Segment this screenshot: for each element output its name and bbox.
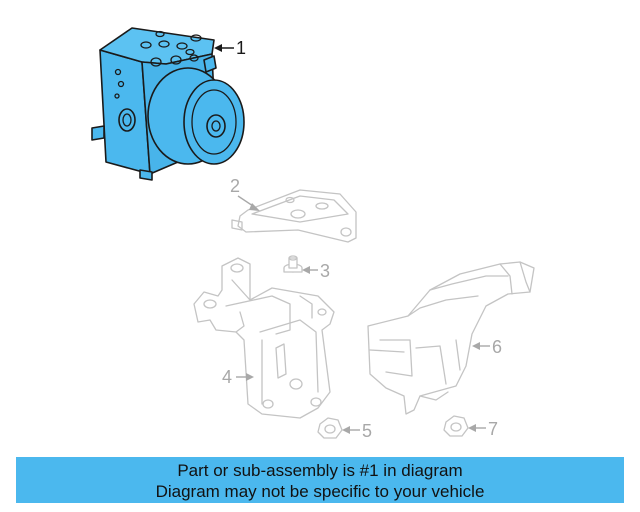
callout-5: 5: [342, 421, 372, 441]
callout-number-6: 6: [492, 337, 502, 357]
parts-diagram: 1 2 3: [91, 27, 535, 441]
banner-line-disclaimer: Diagram may not be specific to your vehi…: [155, 482, 485, 501]
callout-6: 6: [472, 337, 502, 357]
bolt[interactable]: [283, 255, 303, 273]
callout-number-3: 3: [320, 261, 330, 281]
callout-4: 4: [222, 367, 254, 387]
callout-number-1: 1: [236, 38, 246, 58]
callout-number-7: 7: [488, 419, 498, 439]
callout-7: 7: [468, 419, 498, 439]
callout-number-5: 5: [362, 421, 372, 441]
mounting-bracket[interactable]: [231, 189, 357, 243]
callout-1: 1: [214, 38, 246, 58]
callout-2: 2: [230, 176, 260, 211]
callout-3: 3: [302, 261, 330, 281]
support-bracket[interactable]: [193, 257, 335, 419]
banner-line-part-info: Part or sub-assembly is #1 in diagram: [177, 461, 463, 480]
abs-modulator-unit[interactable]: [91, 27, 245, 181]
callout-number-2: 2: [230, 176, 240, 196]
nut-5[interactable]: [317, 417, 343, 439]
info-banner: Part or sub-assembly is #1 in diagram Di…: [16, 457, 624, 503]
callout-number-4: 4: [222, 367, 232, 387]
nut-7[interactable]: [443, 415, 469, 437]
air-duct[interactable]: [367, 261, 535, 415]
